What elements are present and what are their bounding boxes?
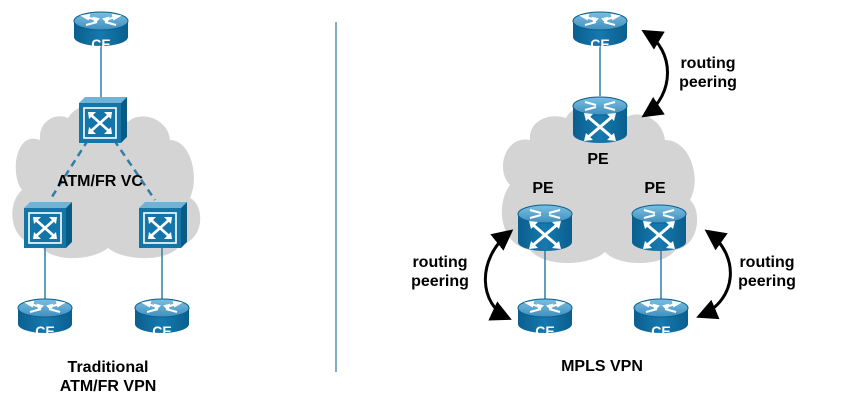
left-title-line1: Traditional <box>68 359 149 376</box>
left-vc-right <box>112 139 157 201</box>
left-atm-switch-top-icon <box>77 95 129 145</box>
peering-right-line1: routing <box>739 254 794 271</box>
right-pe-top-label: PE <box>587 151 609 168</box>
peering-right-line2: peering <box>738 273 796 290</box>
right-ce-bottom-left-router-icon: CE <box>517 298 573 339</box>
left-ce-bottom-right-label: CE <box>152 323 171 339</box>
right-pe-top-router-icon <box>571 95 629 145</box>
right-pe-right-router-icon <box>630 203 688 253</box>
right-ce-top-router-icon: CE <box>572 11 628 52</box>
left-ce-bottom-left-router-icon: CE <box>17 298 73 339</box>
right-ce-bottom-right-router-icon: CE <box>633 298 689 339</box>
right-ce-top-label: CE <box>590 36 609 52</box>
left-ce-top-router-icon: CE <box>73 11 129 52</box>
left-cloud-label: ATM/FR VC <box>57 173 143 190</box>
left-atm-switch-left-icon <box>22 200 74 250</box>
left-ce-bottom-left-label: CE <box>35 323 54 339</box>
left-title-line2: ATM/FR VPN <box>60 378 157 395</box>
peering-right-arrow-icon <box>696 229 732 320</box>
left-atm-switch-right-icon <box>137 200 189 250</box>
right-ce-bottom-right-label: CE <box>651 323 670 339</box>
right-pe-left-label: PE <box>532 180 554 197</box>
peering-left-line2: peering <box>411 273 469 290</box>
right-pe-right-label: PE <box>644 180 666 197</box>
left-ce-bottom-right-router-icon: CE <box>134 298 190 339</box>
right-title: MPLS VPN <box>561 358 643 375</box>
right-pe-left-router-icon <box>516 203 574 253</box>
peering-top-arrow-icon <box>641 29 669 118</box>
left-ce-top-label: CE <box>91 36 110 52</box>
peering-top-line1: routing <box>680 55 735 72</box>
peering-top-line2: peering <box>679 74 737 91</box>
right-ce-bottom-left-label: CE <box>535 323 554 339</box>
peering-left-line1: routing <box>412 254 467 271</box>
peering-left-arrow-icon <box>483 229 514 321</box>
